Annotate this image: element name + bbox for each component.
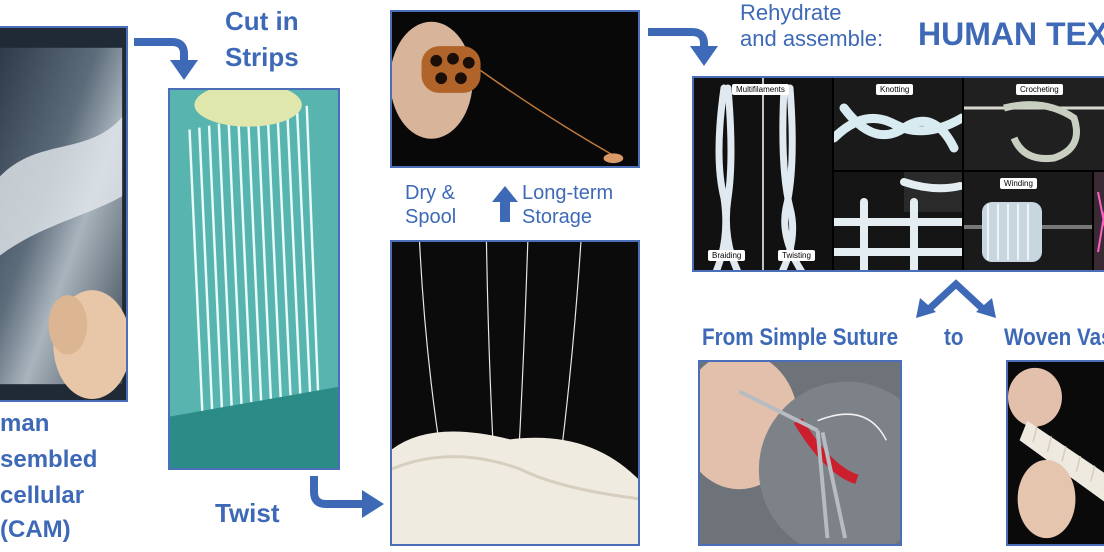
arrow-twist: [310, 476, 384, 518]
tile-label-knotting: Knotting: [876, 84, 914, 95]
tile-pink-edge: [1094, 172, 1104, 270]
storage-label-line-1: Long-term: [522, 182, 614, 204]
cut-label-line-2: Strips: [225, 42, 299, 72]
woven-label: Woven Vas: [1004, 324, 1104, 351]
cam-label-line-4: (CAM): [0, 516, 71, 543]
tile-multifilaments: Multifilaments Braiding Twisting: [694, 78, 832, 270]
tile-knotting: Knotting: [834, 78, 962, 170]
to-label: to: [944, 324, 964, 351]
tile-knotting-mesh: [834, 172, 962, 270]
rehydrate-label-line-1: Rehydrate: [740, 0, 842, 25]
rehydrate-label-line-2: and assemble:: [740, 26, 884, 51]
arrow-cam-to-cut: [134, 38, 198, 80]
woven-photo: [1006, 360, 1104, 546]
tile-label-multifilaments: Multifilaments: [732, 84, 789, 95]
cam-label-line-3: cellular: [0, 482, 85, 509]
suture-photo: [698, 360, 902, 546]
strips-photo: [168, 88, 340, 470]
arrow-to-rehydrate: [648, 28, 718, 66]
tile-label-winding: Winding: [1000, 178, 1037, 189]
threads-photo: [390, 240, 640, 546]
storage-label-line-2: Storage: [522, 206, 593, 228]
cut-label-line-1: Cut in: [225, 6, 299, 36]
tile-label-braiding: Braiding: [708, 250, 746, 261]
cam-label-line-2: sembled: [0, 446, 98, 473]
tile-winding: Winding: [964, 172, 1092, 270]
human-textiles-title: HUMAN TEX: [918, 16, 1104, 52]
tile-label-twisting: Twisting: [778, 250, 815, 261]
dry-label-line-2: Spool: [405, 206, 457, 228]
spool-photo: [390, 10, 640, 168]
arrow-up-storage: [492, 186, 518, 222]
cam-label-line-1: man: [0, 410, 50, 437]
branch-arrows: [916, 279, 996, 318]
techniques-grid: Multifilaments Braiding Twisting Knottin…: [692, 76, 1104, 272]
cam-sheet-photo: [0, 26, 128, 402]
dry-label-line-1: Dry &: [405, 182, 455, 204]
tile-label-crocheting: Crocheting: [1016, 84, 1063, 95]
tile-crocheting: Crocheting: [964, 78, 1104, 170]
simple-suture-label: From Simple Suture: [702, 324, 899, 351]
twist-label: Twist: [215, 498, 280, 528]
